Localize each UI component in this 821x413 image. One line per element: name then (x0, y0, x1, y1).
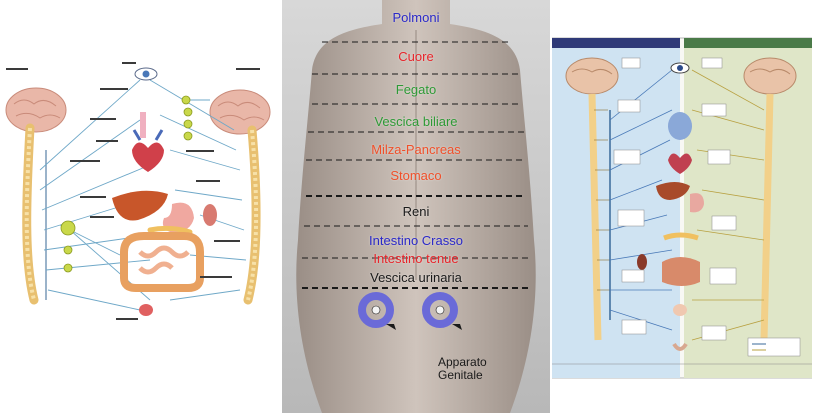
zone-label-liver: Fegato (395, 82, 437, 97)
chart-right-brain-icon (743, 57, 797, 95)
chart-callout-boxes (613, 57, 801, 357)
zone-label-urinary-bladder: Vescica urinaria (370, 270, 462, 285)
bladder-icon (139, 304, 153, 316)
chart-intestines-icon (662, 257, 700, 286)
zone-label-gallbladder: Vescica biliare (374, 114, 458, 129)
chart-heart-icon (668, 153, 692, 174)
genital-label-line1: Apparato (438, 355, 487, 369)
chart-bladder-icon (673, 304, 687, 316)
heart-icon (132, 142, 164, 172)
chart-lungs-icon (668, 112, 692, 140)
parasympathetic-header-bar (684, 38, 812, 48)
liver-icon (112, 190, 168, 221)
stomach-icon (162, 202, 194, 233)
zone-divider-lines (302, 41, 530, 289)
right-brain-icon (209, 89, 271, 135)
autonomic-nervous-system-illustration (0, 0, 282, 413)
eye-icon (134, 67, 158, 81)
genital-ring-left (358, 292, 396, 330)
kidney-icon (203, 204, 217, 226)
intestines-icon (120, 232, 204, 292)
zone-label-kidneys: Reni (402, 204, 430, 219)
zone-label-large-intestine: Intestino Crasso (369, 233, 463, 248)
chart-kidney-icon (637, 254, 647, 270)
chart-left-brain-icon (565, 57, 619, 95)
chart-liver-icon (656, 182, 690, 200)
left-brain-icon (5, 87, 67, 133)
zone-label-spleen-pancreas: Milza-Pancreas (371, 142, 461, 157)
back-reflex-zones-photo: Polmoni Cuore Fegato Vescica biliare Mil… (282, 0, 550, 413)
zone-label-lungs: Polmoni (392, 10, 440, 25)
zone-label-stomach: Stomaco (390, 168, 442, 183)
zone-label-heart: Cuore (398, 49, 434, 64)
genital-ring-right (422, 292, 462, 330)
sympathetic-header-bar (552, 38, 680, 48)
genital-label-line2: Genitale (438, 368, 483, 382)
sympathetic-parasympathetic-chart (552, 0, 812, 413)
zone-label-small-intestine: Intestino tenue (373, 251, 459, 266)
genital-apparatus-label: Apparato Genitale (438, 356, 487, 382)
chart-stomach-icon (690, 193, 704, 213)
